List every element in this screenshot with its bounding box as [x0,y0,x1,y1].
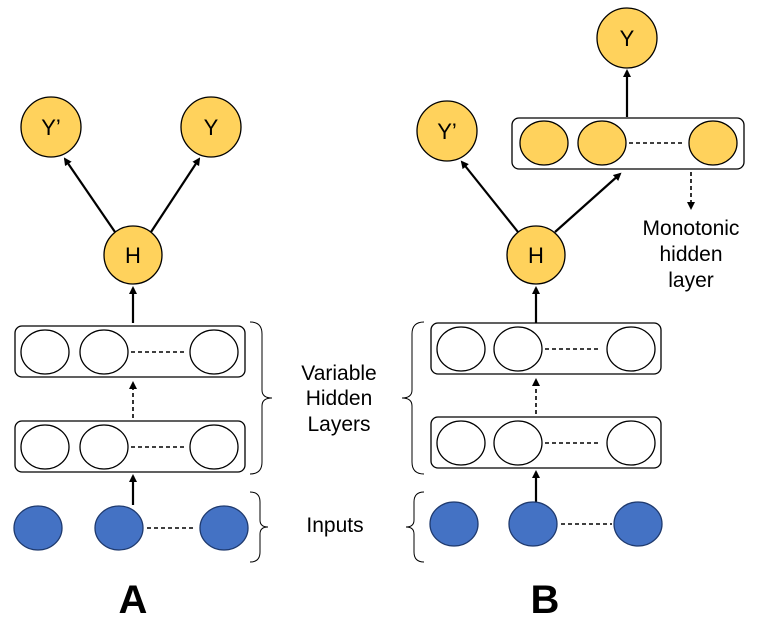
panel-b-h-label: H [528,243,544,268]
panel-b-hidden-layer-bottom [430,416,662,469]
panel-a-hidden-layer-bottom [14,420,246,473]
panel-b-label: B [531,578,560,622]
panel-b: Y Monotonic hidden layer Y’ H [401,7,745,622]
panel-a-arrow-h-to-y [150,157,201,233]
panel-a-arrow-h-to-y-prime [63,157,116,233]
panel-b-hidden-brace [401,321,425,475]
panel-a: Y’ Y H [13,96,273,622]
panel-a-inputs [13,505,249,551]
panel-a-h-node: H [103,225,163,285]
panel-b-inputs [429,501,663,547]
variable-label-line-1: Variable [301,362,377,385]
panel-a-h-label: H [125,243,141,268]
variable-hidden-layers-label: Variable Hidden Layers [301,362,377,436]
panel-a-y-prime-node: Y’ [20,96,82,158]
panel-b-hidden-layer-top [430,322,662,375]
variable-label-line-2: Hidden [306,387,373,410]
monotonic-label-line-3: layer [668,269,714,292]
panel-a-y-node: Y [180,96,242,158]
panel-b-monotonic-layer [511,117,745,170]
panel-a-hidden-layer-top [14,325,246,378]
panel-b-h-node: H [506,225,566,285]
panel-b-arrow-h-to-monotonic [554,172,622,233]
panel-b-arrow-h-to-y-prime [460,160,519,233]
panel-a-label: A [119,578,148,622]
panel-a-hidden-brace [249,321,273,475]
panel-b-y-prime-label: Y’ [437,119,457,144]
panel-b-y-node: Y [596,7,658,69]
panel-b-y-prime-node: Y’ [416,100,478,162]
panel-a-inputs-brace [249,491,269,563]
monotonic-label-line-2: hidden [659,243,722,266]
panel-b-y-label: Y [620,26,635,51]
panel-b-inputs-brace [405,491,425,563]
inputs-label: Inputs [306,514,363,537]
panel-a-y-prime-label: Y’ [41,115,61,140]
monotonic-label-line-1: Monotonic [643,217,740,240]
monotonic-hidden-layer-label: Monotonic hidden layer [643,217,740,292]
panel-a-y-label: Y [204,115,219,140]
variable-label-line-3: Layers [307,413,370,436]
